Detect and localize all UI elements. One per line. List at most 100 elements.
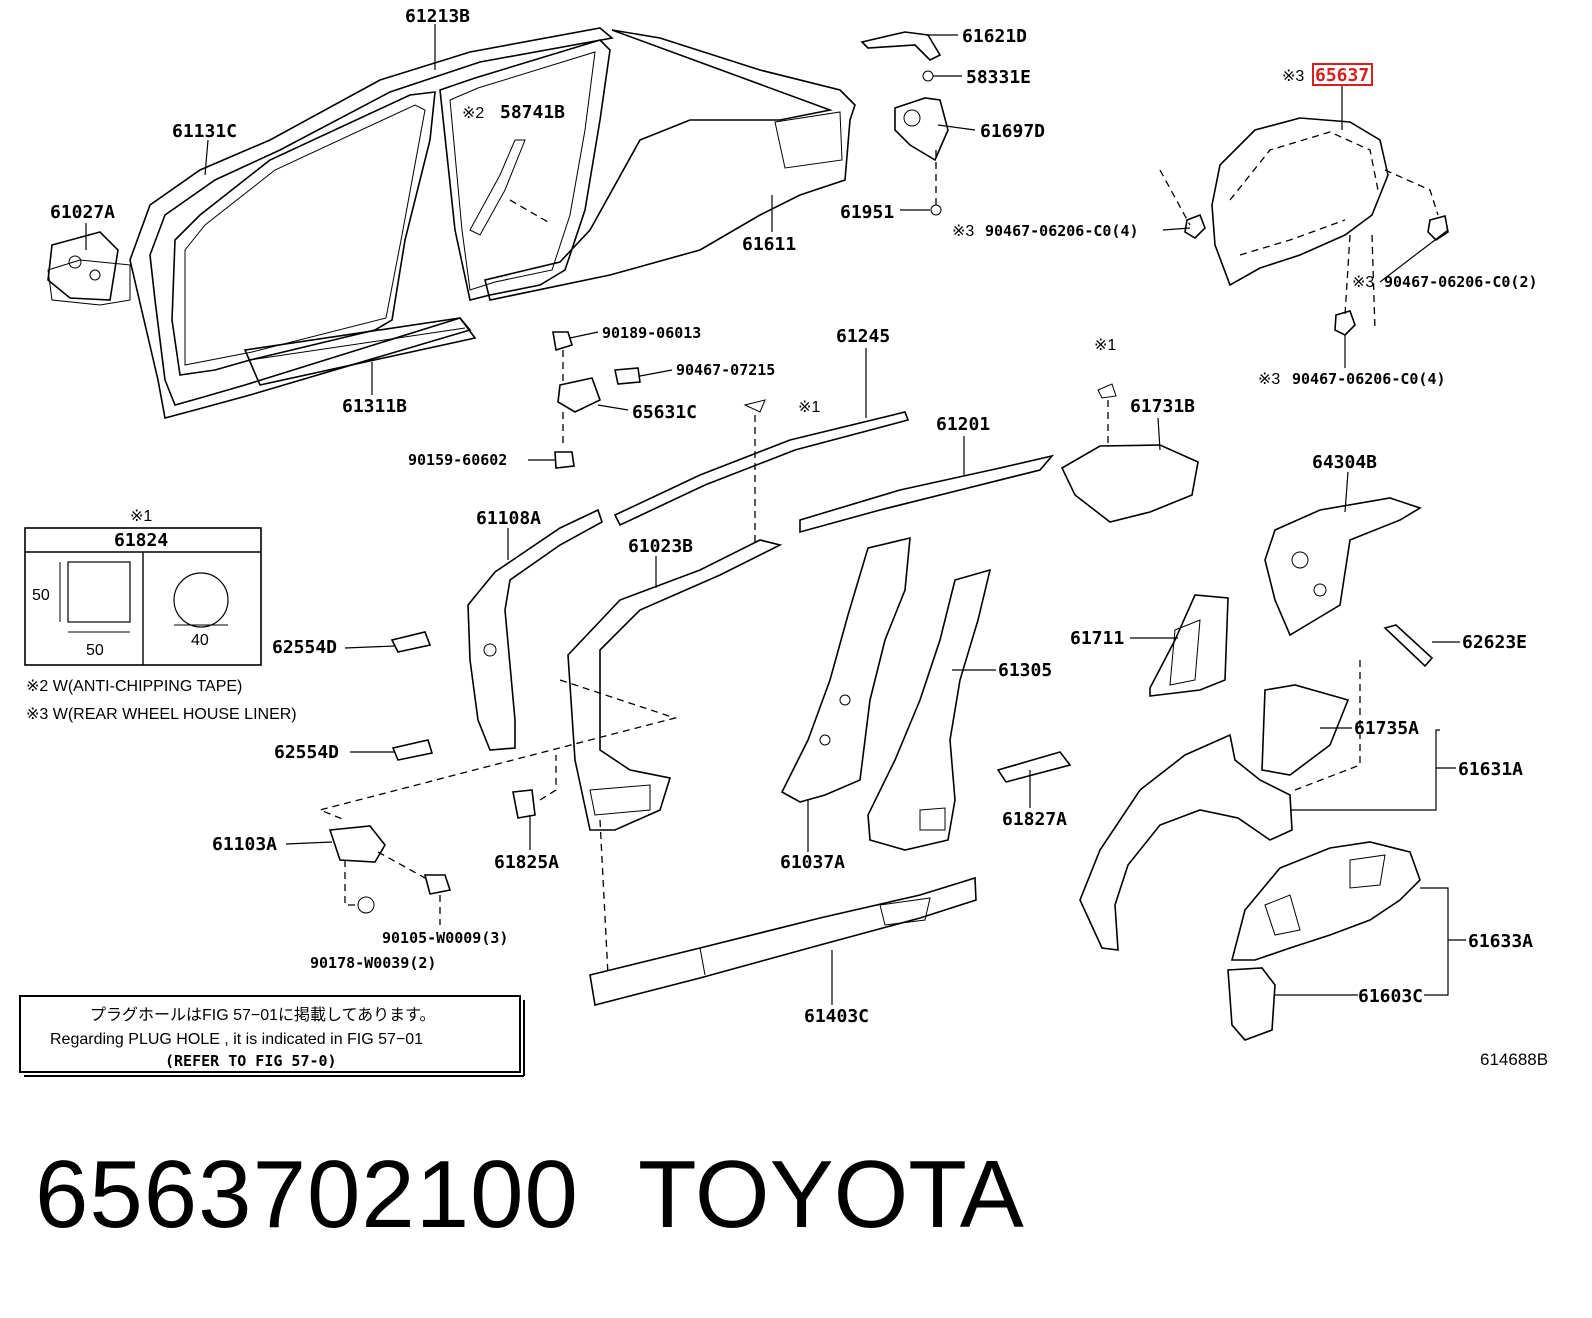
part-61103A — [328, 825, 452, 925]
label-61245: 61245 — [836, 326, 890, 347]
bolt-90159-60602-icon — [554, 451, 575, 469]
label-61827A: 61827A — [1002, 809, 1067, 830]
label-61621D: 61621D — [962, 26, 1027, 47]
figure-number: 614688B — [1480, 1050, 1549, 1069]
part-61633A-inner-house — [1230, 841, 1421, 961]
part-61245-rail — [613, 411, 910, 527]
label-61213B: 61213B — [405, 6, 470, 27]
part-61403C-sill — [589, 819, 977, 1006]
label-61711: 61711 — [1070, 628, 1124, 649]
leader-lines — [85, 24, 1466, 1005]
marker-1-icon — [743, 399, 766, 413]
label-61731B: 61731B — [1130, 396, 1195, 417]
label-61103A: 61103A — [212, 834, 277, 855]
clip-61951-icon — [930, 204, 942, 216]
tape-box-dim-dia: 40 — [191, 632, 209, 649]
label-65637-highlighted: 65637 — [1315, 65, 1369, 86]
part-61631A-arch — [1079, 733, 1293, 951]
mark-3: ※3 — [1352, 274, 1374, 291]
label-90105-W0009-3: 90105-W0009(3) — [382, 929, 508, 947]
part-61827A — [996, 751, 1072, 783]
part-65631C — [557, 377, 601, 413]
part-58741B-tape — [469, 139, 549, 236]
label-58741B: 58741B — [500, 102, 565, 123]
label-61633A: 61633A — [1468, 931, 1533, 952]
part-61603C — [1227, 967, 1276, 1041]
tape-box-part: 61824 — [114, 530, 168, 551]
label-90467-06206-C0-2: 90467-06206-C0(2) — [1384, 273, 1538, 291]
tape-box-dim-side: 50 — [32, 587, 50, 604]
label-61631A: 61631A — [1458, 759, 1523, 780]
mark-3: ※3 — [952, 223, 974, 240]
label-61825A: 61825A — [494, 852, 559, 873]
label-61027A: 61027A — [50, 202, 115, 223]
plug-note-english: Regarding PLUG HOLE , it is indicated in… — [50, 1031, 423, 1048]
square-tape-icon — [67, 561, 131, 623]
highlight-box — [1312, 63, 1373, 86]
clip-icon — [1334, 310, 1356, 336]
label-61108A: 61108A — [476, 508, 541, 529]
label-90178-W0039-2: 90178-W0039(2) — [310, 954, 436, 972]
part-62623E — [1383, 624, 1434, 668]
plug-note-refer: (REFER TO FIG 57-0) — [165, 1052, 337, 1070]
label-64304B: 64304B — [1312, 452, 1377, 473]
part-61305-pillar — [867, 568, 992, 851]
label-65631C: 65631C — [632, 402, 697, 423]
part-61311B-rocker — [243, 317, 477, 386]
label-90467-06206-C0-4-b: 90467-06206-C0(4) — [1292, 370, 1446, 388]
tape-box-dim-bottom: 50 — [86, 642, 104, 659]
label-61603C: 61603C — [1358, 986, 1423, 1007]
label-61735A: 61735A — [1354, 718, 1419, 739]
label-90467-07215: 90467-07215 — [676, 361, 775, 379]
part-61825A — [512, 789, 536, 819]
label-61697D: 61697D — [980, 121, 1045, 142]
clip-icon — [1184, 213, 1206, 240]
part-61037A-pillar — [780, 536, 911, 803]
note-anti-chipping: ※2 W(ANTI-CHIPPING TAPE) — [26, 678, 242, 695]
label-61023B: 61023B — [628, 536, 693, 557]
parts-diagram: 61213B 61621D 58331E 61697D 61951 61131C… — [19, 6, 1538, 1077]
body-side-outer-panel — [47, 27, 856, 419]
part-61023B-pillar — [317, 539, 783, 831]
label-62554D-lower: 62554D — [274, 742, 339, 763]
part-61201 — [799, 454, 1055, 534]
label-62623E: 62623E — [1462, 632, 1527, 653]
part-65637-liner — [1159, 117, 1439, 331]
patch-62554D-lower — [391, 739, 434, 761]
label-61131C: 61131C — [172, 121, 237, 142]
note-rear-liner: ※3 W(REAR WHEEL HOUSE LINER) — [26, 706, 297, 723]
label-61611: 61611 — [742, 234, 796, 255]
label-90159-60602: 90159-60602 — [408, 451, 507, 469]
tape-dimension-box: ※1 61824 50 50 40 — [24, 508, 262, 666]
label-90189-06013: 90189-06013 — [602, 324, 701, 342]
bolt-90467-07215-icon — [614, 367, 641, 385]
part-61711 — [1149, 594, 1229, 697]
part-61735A — [1261, 684, 1350, 776]
part-61697D — [894, 97, 949, 162]
part-64304B — [1264, 497, 1422, 637]
part-61027A-bracket — [47, 231, 119, 301]
label-61201: 61201 — [936, 414, 990, 435]
part-61108A-pillar — [467, 508, 603, 751]
mark-2: ※2 — [462, 105, 484, 122]
plug-hole-note: プラグホールはFIG 57−01に掲載してあります。 Regarding PLU… — [19, 995, 525, 1077]
clip-icon — [1427, 215, 1449, 242]
label-61305: 61305 — [998, 660, 1052, 681]
footer-brand: TOYOTA — [638, 1141, 1024, 1248]
label-61037A: 61037A — [780, 852, 845, 873]
label-61311B: 61311B — [342, 396, 407, 417]
mark-3-65637: ※3 — [1282, 68, 1304, 85]
part-61621D — [860, 31, 942, 61]
mark-1: ※1 — [1094, 337, 1116, 354]
bolt-90189-06013-icon — [552, 331, 573, 352]
label-90467-06206-C0-4-a: 90467-06206-C0(4) — [985, 222, 1139, 240]
round-tape-icon — [173, 572, 229, 628]
mark-3: ※3 — [1258, 371, 1280, 388]
footer-part-number: 6563702100 — [35, 1141, 579, 1248]
plug-note-japanese: プラグホールはFIG 57−01に掲載してあります。 — [90, 1006, 436, 1024]
label-61403C: 61403C — [804, 1006, 869, 1027]
clip-58331E-icon — [922, 70, 934, 82]
part-61731B — [1060, 383, 1199, 523]
patch-62554D-upper — [390, 631, 432, 653]
tape-box-mark: ※1 — [130, 508, 152, 525]
